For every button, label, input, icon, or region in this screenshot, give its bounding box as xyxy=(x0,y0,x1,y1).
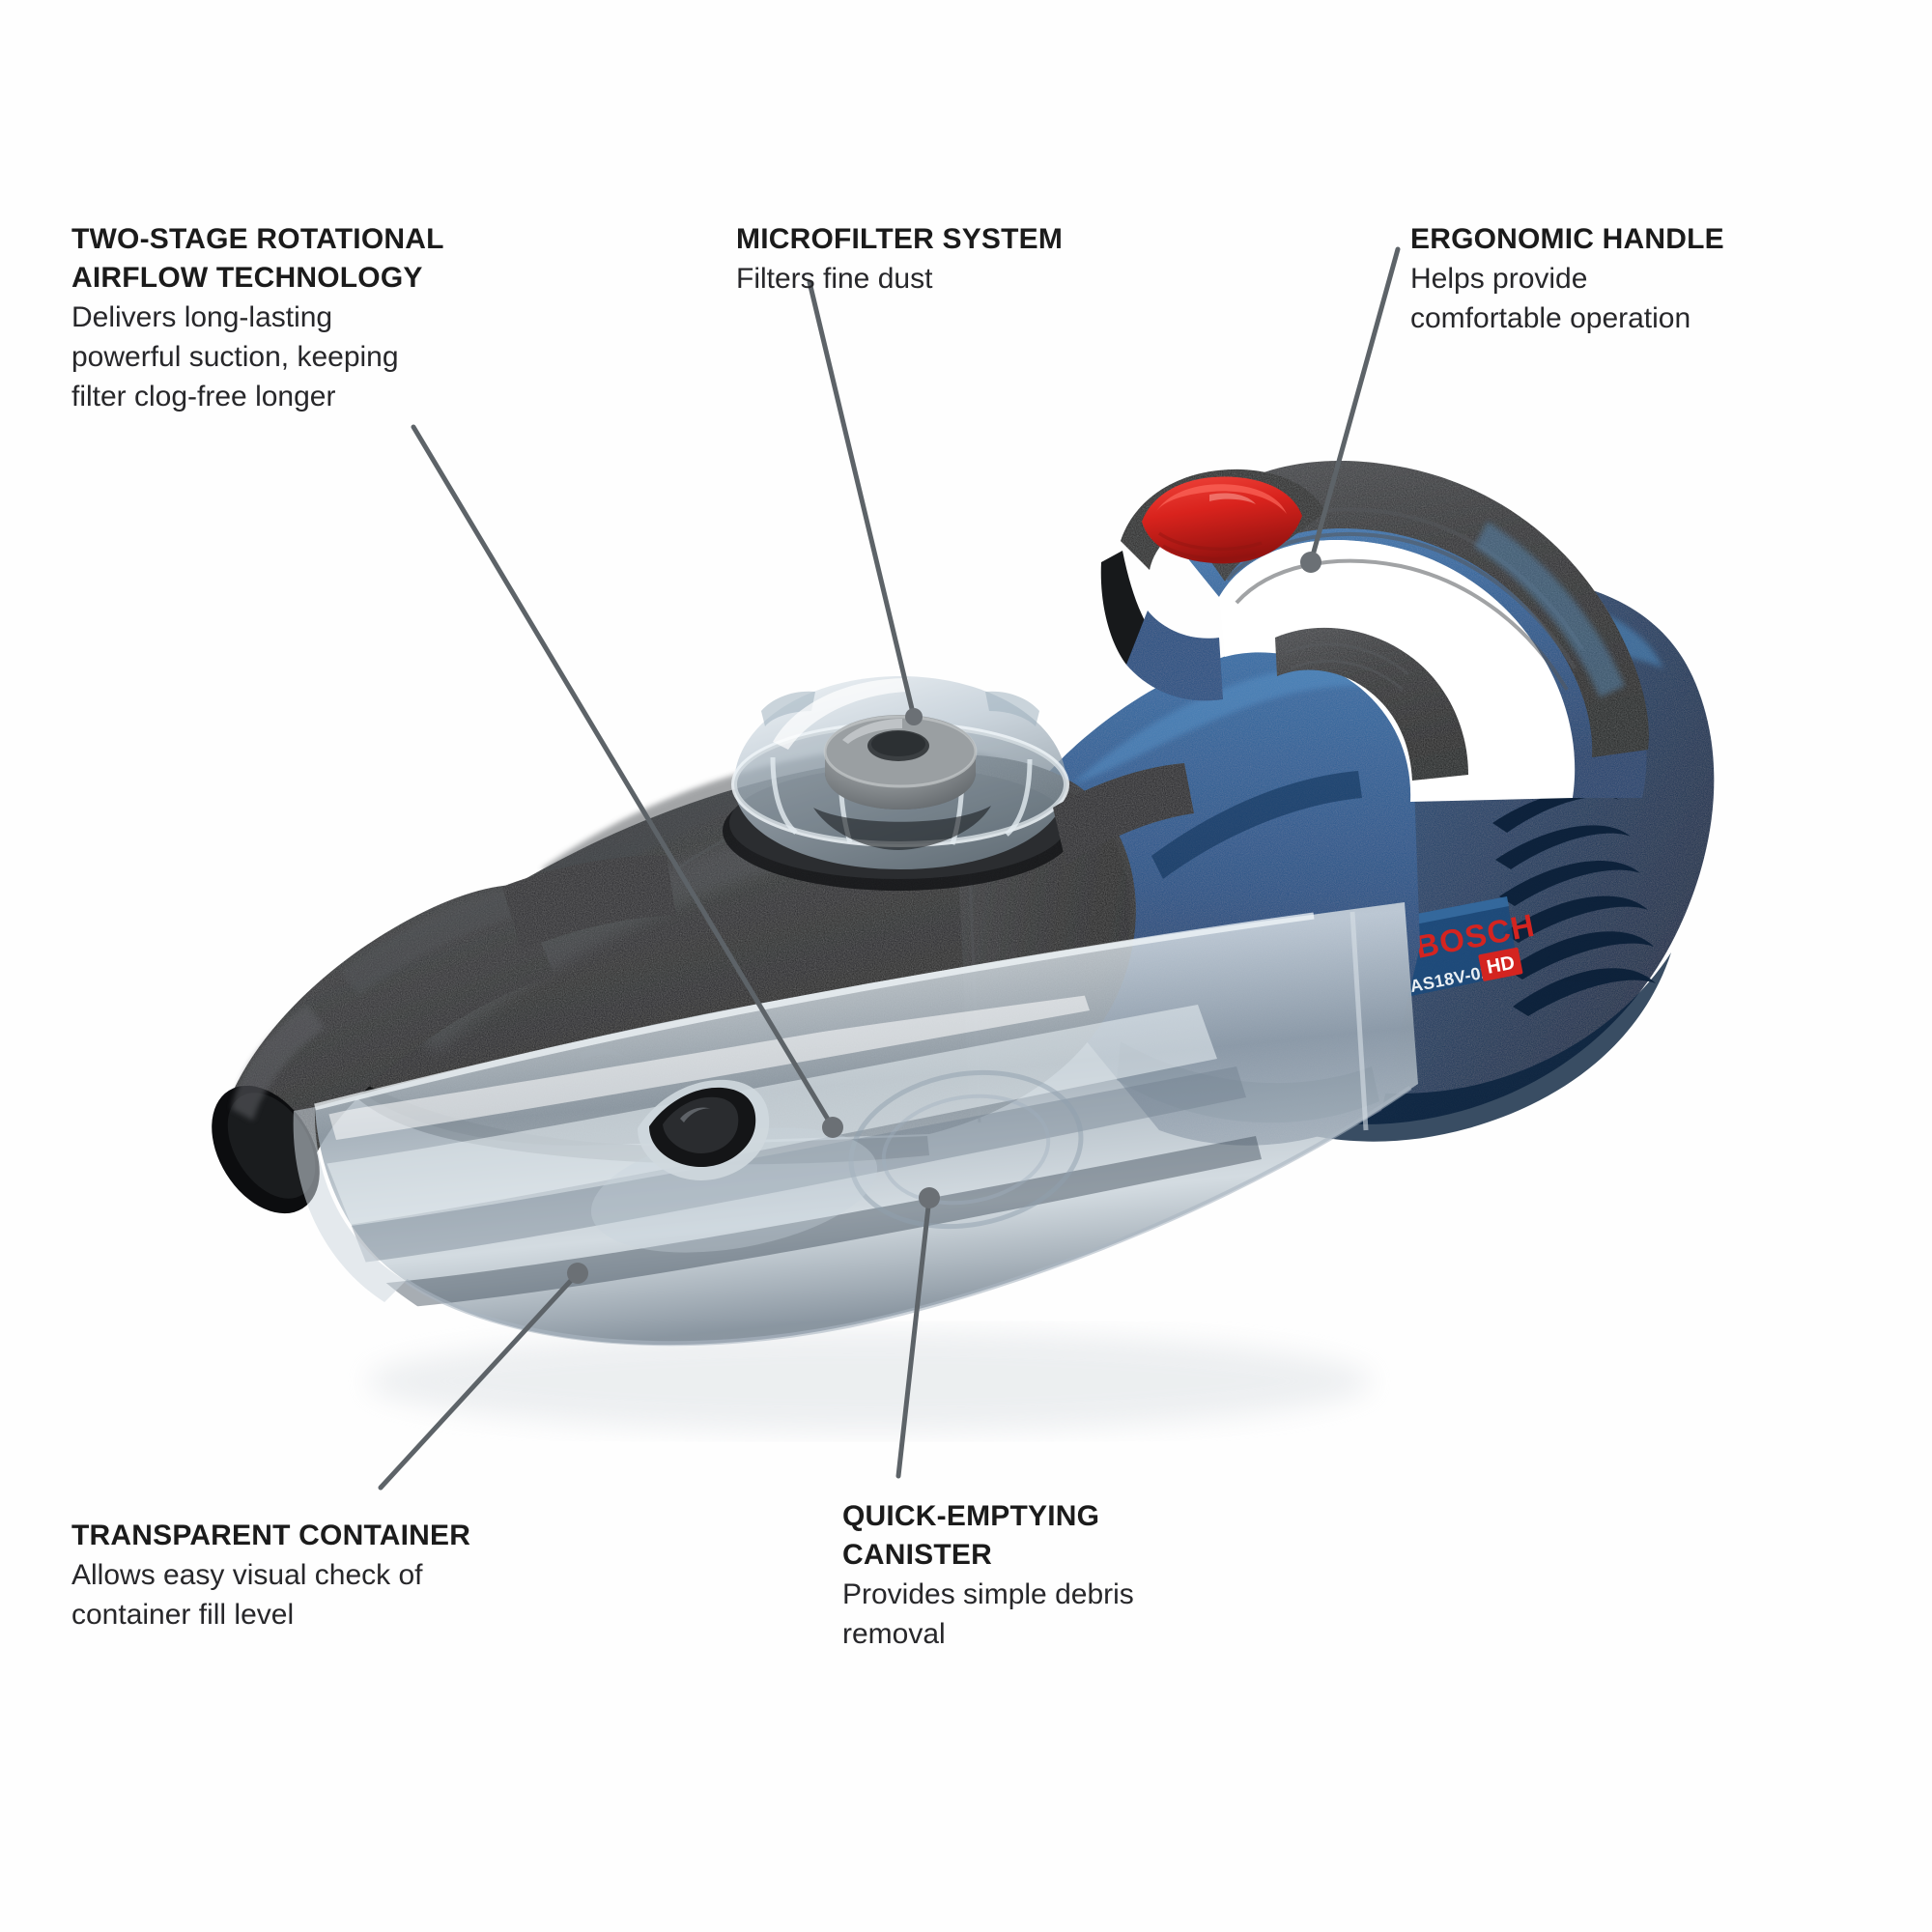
power-button[interactable] xyxy=(1142,476,1302,564)
callout-two-stage-rotational-airflow: TWO-STAGE ROTATIONAL AIRFLOW TECHNOLOGY … xyxy=(71,220,526,416)
filter-hub xyxy=(823,715,978,810)
callout-transparent-container: TRANSPARENT CONTAINER Allows easy visual… xyxy=(71,1517,554,1634)
callout-title-handle: ERGONOMIC HANDLE xyxy=(1410,223,1724,255)
callout-body-handle: Helps provide comfortable operation xyxy=(1410,263,1691,334)
callout-body-airflow: Delivers long-lasting powerful suction, … xyxy=(71,301,399,412)
ergonomic-handle xyxy=(1100,460,1649,802)
callout-body-canister: Provides simple debris removal xyxy=(842,1578,1134,1650)
callout-title-container: TRANSPARENT CONTAINER xyxy=(71,1520,471,1551)
microfilter-dome xyxy=(723,676,1074,891)
callout-ergonomic-handle: ERGONOMIC HANDLE Helps provide comfortab… xyxy=(1410,220,1855,338)
callout-quick-emptying-canister: QUICK-EMPTYING CANISTER Provides simple … xyxy=(842,1497,1267,1654)
callout-title-canister: QUICK-EMPTYING CANISTER xyxy=(842,1500,1100,1571)
callout-body-container: Allows easy visual check of container fi… xyxy=(71,1559,423,1631)
callout-title-microfilter: MICROFILTER SYSTEM xyxy=(736,223,1064,255)
hd-badge-text: HD xyxy=(1485,952,1517,979)
callout-microfilter-system: MICROFILTER SYSTEM Filters fine dust xyxy=(736,220,1200,298)
hd-badge-box xyxy=(1478,947,1523,981)
product-shadow xyxy=(367,1331,1372,1432)
callout-title-airflow: TWO-STAGE ROTATIONAL AIRFLOW TECHNOLOGY xyxy=(71,223,444,294)
shell-blue-transition xyxy=(1053,763,1194,866)
callout-body-microfilter: Filters fine dust xyxy=(736,263,933,295)
